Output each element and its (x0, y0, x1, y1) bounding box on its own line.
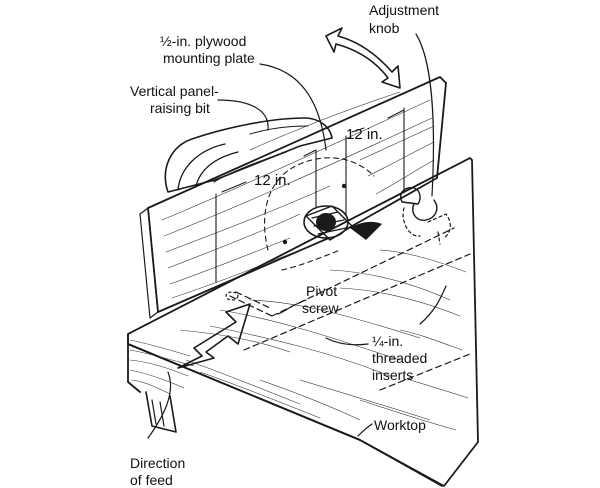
router-body (164, 117, 333, 193)
worktop-end-grain (129, 339, 361, 421)
mounting-plate (139, 76, 447, 319)
adjustment-knob-label: Adjustment knob (369, 2, 443, 36)
plate-wood-grain (161, 91, 435, 299)
mounting-plate-label: ½-in. plywood mounting plate (160, 33, 255, 66)
panel-raising-bit (303, 205, 382, 241)
dimension-left-label: 12 in. (254, 172, 291, 189)
panel-raising-bit-label: Vertical panel- raising bit (130, 83, 223, 116)
pivot-screw-label: Pivot screw (302, 283, 341, 316)
direction-of-feed-label: Direction of feed (130, 455, 189, 488)
worktop-label: Worktop (374, 417, 426, 433)
leader-lines (147, 33, 447, 439)
support-bracket (145, 391, 177, 433)
worktop-surface-grain (179, 249, 469, 431)
threaded-inserts-label: ¼-in. threaded inserts (372, 333, 431, 383)
dimension-right-label: 12 in. (346, 126, 383, 143)
adjustment-knob (400, 187, 451, 245)
feed-arrow (177, 303, 251, 369)
pivot-arrow (325, 27, 401, 89)
worktop (127, 157, 479, 487)
